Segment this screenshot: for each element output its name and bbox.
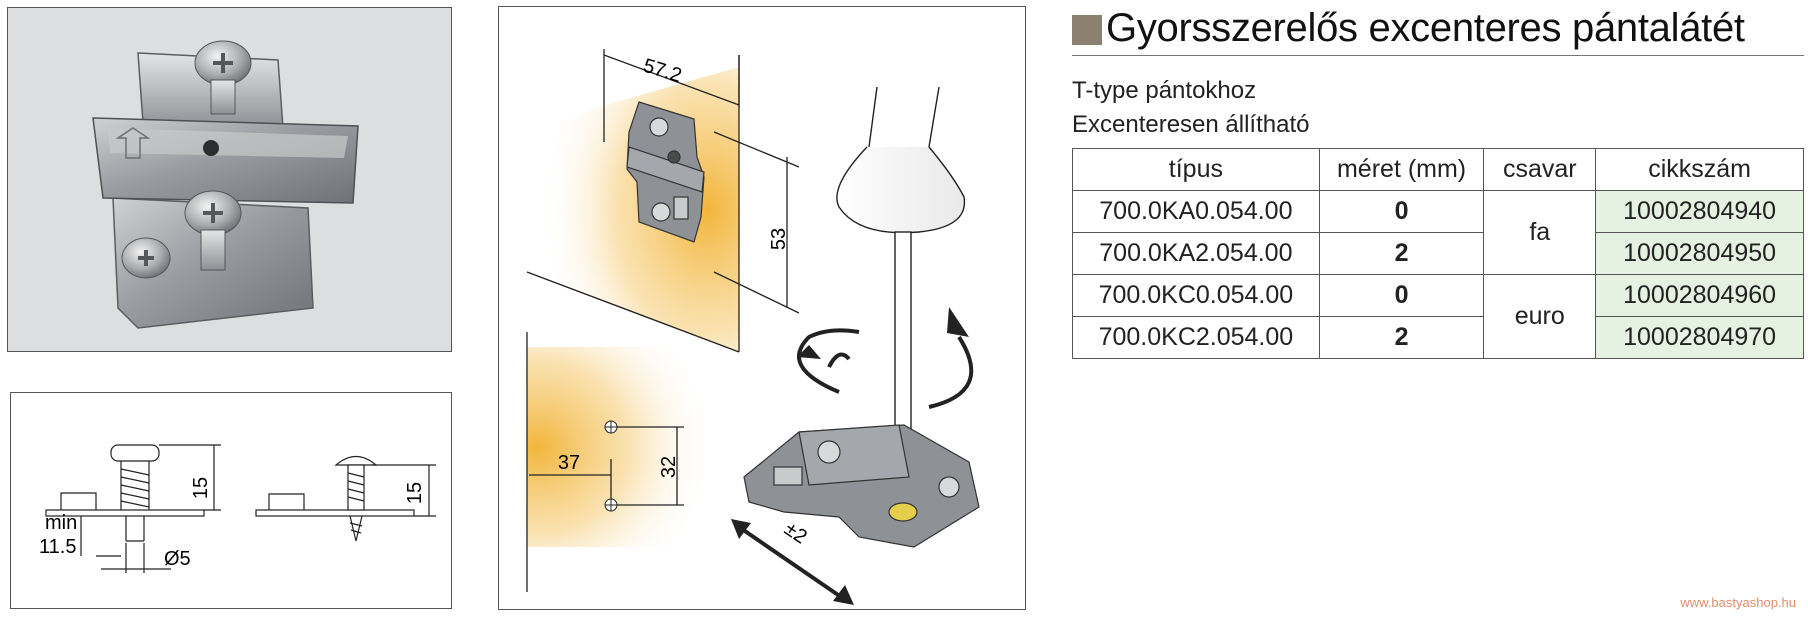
header-size: méret (mm) (1318, 148, 1485, 191)
offset-dim: 37 (558, 452, 580, 474)
spacing-dim: 32 (658, 456, 680, 478)
min-label: min (45, 512, 77, 534)
header-screw: csavar (1483, 148, 1597, 191)
cell-type: 700.0KC2.054.00 (1072, 316, 1320, 359)
page-title: Gyorsszerelős excenteres pántalátét (1106, 6, 1745, 50)
cell-type: 700.0KA0.054.00 (1072, 190, 1320, 233)
cell-article: 10002804960 (1595, 274, 1804, 317)
header-type: típus (1072, 148, 1320, 191)
table-row: 700.0KC2.054.00 2 10002804970 (1072, 316, 1804, 359)
height-dim: 53 (768, 228, 790, 250)
cell-size: 2 (1318, 232, 1485, 275)
cell-size: 2 (1318, 316, 1485, 359)
cell-article: 10002804970 (1595, 316, 1804, 359)
cell-screw: fa (1483, 190, 1597, 275)
cell-size: 0 (1318, 274, 1485, 317)
header-article: cikkszám (1595, 148, 1804, 191)
cell-size: 0 (1318, 190, 1485, 233)
title-square-icon (1072, 14, 1102, 45)
spec-table: típus méret (mm) csavar cikkszám 700.0KA… (1072, 148, 1804, 359)
width-dim: 57.2 (641, 55, 685, 87)
cell-article: 10002804940 (1595, 190, 1804, 233)
min-value: 11.5 (39, 536, 76, 558)
subtitle-adjustable: Excenteresen állítható (1072, 111, 1310, 138)
subtitle-hinge-type: T-type pántokhoz (1072, 77, 1257, 104)
title-block: Gyorsszerelős excenteres pántalátét T-ty… (1072, 6, 1804, 142)
table-row: 700.0KA0.054.00 0 fa 10002804940 (1072, 190, 1804, 275)
right-height-dim: 15 (404, 482, 426, 504)
cell-type: 700.0KC0.054.00 (1072, 274, 1320, 317)
dimension-drawing: 15 15 min 11.5 Ø5 (10, 392, 452, 609)
product-photo (7, 7, 452, 352)
cell-screw: euro (1483, 274, 1597, 359)
screw-dimensions-drawing: 15 15 min 11.5 Ø5 (39, 444, 436, 573)
title-row: Gyorsszerelős excenteres pántalátét (1072, 6, 1804, 56)
installation-diagram: 57.2 53 37 32 (498, 6, 1026, 610)
diameter-dim: Ø5 (164, 548, 191, 570)
table-row: 700.0KC0.054.00 0 euro 10002804960 (1072, 274, 1804, 359)
subtitles: T-type pántokhoz Excenteresen állítható (1072, 74, 1804, 142)
left-height-dim: 15 (190, 477, 212, 499)
table-header-row: típus méret (mm) csavar cikkszám (1072, 148, 1804, 191)
adjust-dim: ±2 (780, 518, 811, 549)
hinge-plate-photo (92, 40, 359, 329)
table-row: 700.0KA2.054.00 2 10002804950 (1072, 232, 1804, 275)
cell-type: 700.0KA2.054.00 (1072, 232, 1320, 275)
mounting-diagram: 57.2 53 37 32 (526, 49, 980, 605)
cell-article: 10002804950 (1595, 232, 1804, 275)
watermark: www.bastyashop.hu (1680, 595, 1796, 610)
